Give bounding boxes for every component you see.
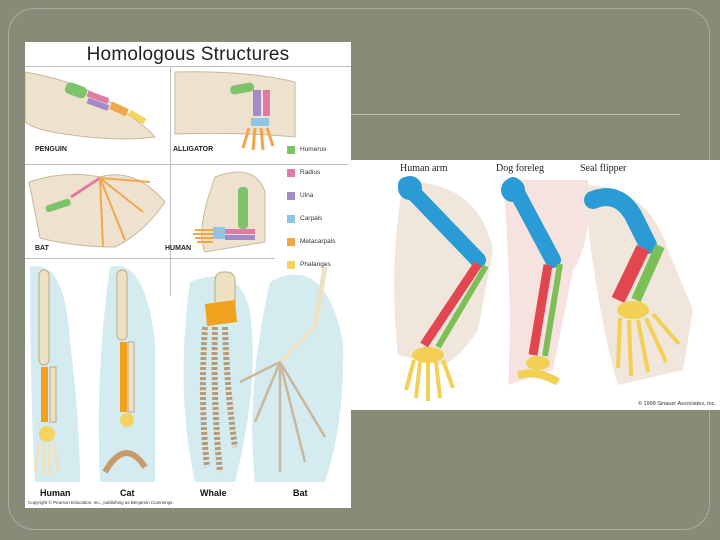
cat-limb-illustration xyxy=(102,269,148,474)
caption-dog-foreleg: Dog foreleg xyxy=(496,163,545,174)
caption-bat: Bat xyxy=(293,488,308,498)
legend-label: Ulna xyxy=(300,192,314,199)
title-rule xyxy=(350,114,680,115)
penguin-illustration xyxy=(25,71,156,140)
swatch xyxy=(287,145,295,154)
copyright-text: Copyright © Pearson Education, Inc., pub… xyxy=(28,500,174,505)
caption-alligator: ALLIGATOR xyxy=(173,146,214,153)
caption-human: Human xyxy=(40,488,71,498)
copyright-text: © 1998 Sinauer Associates, Inc. xyxy=(637,401,716,407)
bat-wing-illustration xyxy=(28,173,166,248)
figure-title: Homologous Structures xyxy=(86,44,290,65)
legend-item: Phalanges xyxy=(287,257,335,272)
divider xyxy=(170,66,171,296)
legend-label: Metacarpals xyxy=(300,238,336,245)
legend-label: Phalanges xyxy=(300,261,331,268)
dog-foreleg-illustration xyxy=(501,177,589,386)
swatch xyxy=(287,237,295,246)
human-limb-illustration xyxy=(33,269,60,477)
limb-comparison-figure: Human arm Dog foreleg Seal flipper xyxy=(348,160,720,410)
caption-penguin: PENGUIN xyxy=(35,146,67,153)
caption-bat-top: BAT xyxy=(35,245,49,252)
human-arm-top-illustration xyxy=(193,171,266,253)
divider xyxy=(25,164,351,165)
caption-whale: Whale xyxy=(200,488,227,498)
homologous-structures-figure: Homologous Structures xyxy=(25,42,351,508)
legend-item: Radius xyxy=(287,165,335,180)
divider xyxy=(25,258,275,259)
legend-label: Humerus xyxy=(300,146,327,153)
caption-cat: Cat xyxy=(120,488,135,498)
swatch xyxy=(287,214,295,223)
caption-human-arm: Human arm xyxy=(400,163,448,174)
legend-label: Radius xyxy=(300,169,321,176)
legend-item: Metacarpals xyxy=(287,234,335,249)
bone-legend: Humerus Radius Ulna Carpals Metacarpals … xyxy=(287,142,335,280)
alligator-illustration xyxy=(174,71,296,151)
caption-seal-flipper: Seal flipper xyxy=(580,163,627,174)
right-illustrations xyxy=(394,176,693,401)
swatch xyxy=(287,260,295,269)
legend-item: Ulna xyxy=(287,188,335,203)
divider xyxy=(25,66,351,67)
swatch xyxy=(287,191,295,200)
whale-limb-illustration xyxy=(199,271,238,473)
legend-label: Carpals xyxy=(300,215,323,222)
left-illustrations xyxy=(25,71,344,482)
caption-human-top: HUMAN xyxy=(165,245,192,252)
bat-limb-illustration xyxy=(239,266,328,472)
legend-item: Carpals xyxy=(287,211,335,226)
swatch xyxy=(287,168,295,177)
human-arm-illustration xyxy=(394,176,493,401)
legend-item: Humerus xyxy=(287,142,335,157)
seal-flipper-illustration xyxy=(583,185,693,385)
